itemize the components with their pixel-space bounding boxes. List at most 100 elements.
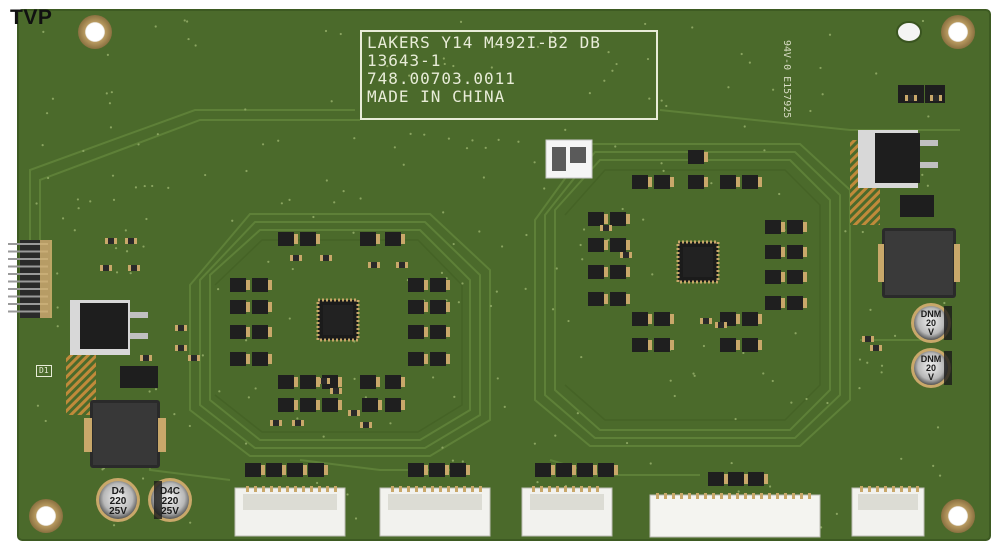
connector-pin: [768, 493, 771, 499]
via: [772, 88, 775, 91]
mosfet-pad: [466, 465, 470, 475]
via: [112, 524, 116, 527]
mosfet-pad: [268, 280, 272, 290]
mosfet: [577, 463, 593, 477]
power-inductor: [84, 400, 166, 468]
via: [844, 230, 847, 233]
smd-component: [715, 322, 727, 328]
connector-pin: [294, 486, 297, 492]
via: [875, 72, 878, 75]
mosfet: [252, 300, 268, 314]
mosfet: [654, 338, 670, 352]
mosfet-pad: [803, 298, 807, 308]
via: [431, 376, 435, 379]
via: [76, 198, 80, 201]
mosfet-pad: [724, 474, 728, 484]
mosfet-pad: [261, 465, 265, 475]
mosfet: [588, 292, 604, 306]
smd-pad: [114, 238, 117, 244]
mosfet-pad: [736, 177, 740, 187]
via: [611, 69, 614, 72]
via: [142, 245, 145, 248]
mosfet: [278, 398, 294, 412]
smd-pad: [360, 422, 363, 428]
via: [614, 145, 617, 148]
mosfet-pad: [803, 247, 807, 257]
connector-pin: [270, 486, 273, 492]
mosfet-pad: [401, 234, 405, 244]
mosfet: [535, 463, 551, 477]
via: [73, 229, 76, 232]
via: [740, 52, 743, 56]
via: [186, 20, 189, 23]
via: [778, 192, 781, 196]
smd-pad: [879, 345, 882, 351]
mosfet-pad: [803, 272, 807, 282]
silkscreen-label-box: LAKERS Y14 M492I-B2 DB 13643-1 748.00703…: [360, 30, 658, 120]
via: [702, 344, 706, 348]
smd-pad: [125, 238, 128, 244]
connector-pin: [391, 486, 394, 492]
via: [452, 242, 455, 246]
smd-component: [105, 238, 117, 244]
via: [137, 143, 140, 146]
via: [821, 93, 824, 96]
via: [141, 477, 145, 480]
mosfet: [632, 312, 648, 326]
mosfet: [230, 352, 246, 366]
smd-component: [318, 378, 330, 384]
via: [322, 435, 325, 438]
smd-component: [930, 95, 942, 101]
smd-pad: [339, 388, 342, 394]
via: [51, 97, 55, 100]
via: [543, 187, 546, 190]
via: [533, 161, 536, 164]
via: [820, 526, 823, 529]
mosfet: [266, 463, 282, 477]
mosfet: [308, 463, 324, 477]
via: [926, 184, 929, 187]
mosfet-pad: [572, 465, 576, 475]
via: [900, 457, 903, 460]
mosfet: [278, 375, 294, 389]
output-connectors: [234, 487, 925, 538]
smd-pad: [137, 265, 140, 271]
via: [201, 354, 204, 357]
smd-pad: [301, 420, 304, 426]
silkscreen-model: LAKERS Y14 M492I-B2 DB: [367, 33, 601, 52]
via: [312, 215, 315, 219]
connector-pin: [310, 486, 313, 492]
smd-pad: [184, 345, 187, 351]
mosfet-pad: [446, 354, 450, 364]
smd-pad: [396, 262, 399, 268]
via: [296, 417, 299, 420]
mosfet: [287, 463, 303, 477]
smd-pad: [290, 255, 293, 261]
connector-pin: [720, 493, 723, 499]
smd-pad: [327, 378, 330, 384]
via: [581, 258, 584, 261]
mosfet-pad: [758, 177, 762, 187]
mosfet: [385, 232, 401, 246]
via: [662, 169, 665, 172]
via: [445, 277, 448, 280]
mosfet: [360, 375, 376, 389]
via: [187, 37, 190, 41]
smd-pad: [368, 262, 371, 268]
via: [36, 404, 40, 407]
smd-component: [290, 255, 302, 261]
smd-pad: [914, 95, 917, 101]
connector-pin: [596, 486, 599, 492]
mosfet-pad: [424, 280, 428, 290]
smd-pad: [377, 262, 380, 268]
mosfet: [230, 300, 246, 314]
mosfet-pad: [338, 377, 342, 387]
via: [156, 133, 159, 136]
via: [231, 219, 234, 222]
connector-pin: [532, 486, 535, 492]
mosfet: [708, 472, 724, 486]
mosfet-pad: [424, 302, 428, 312]
